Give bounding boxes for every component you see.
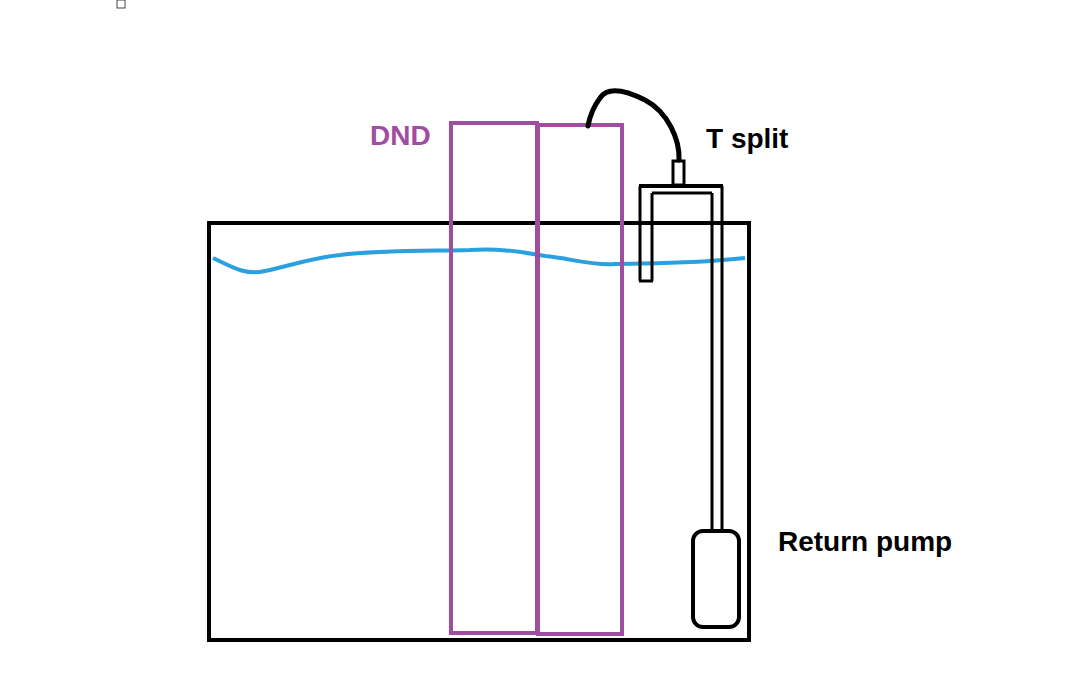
t-split-label: T split	[706, 124, 788, 155]
t-split-nozzle	[673, 161, 684, 185]
pump-label-box: Return pump	[778, 527, 952, 558]
pump-label: Return pump	[778, 527, 952, 558]
t-split-label-box: T split	[706, 124, 788, 155]
t-split-leg	[651, 193, 654, 281]
water-line	[213, 249, 745, 272]
return-pump	[693, 531, 739, 627]
pipe-wall	[711, 193, 714, 531]
t-split-leg	[639, 186, 642, 281]
dnd-reactor	[451, 123, 537, 633]
dnd-reactor	[538, 125, 622, 634]
corner-mark	[117, 0, 125, 8]
t-split-leg	[639, 280, 653, 283]
pipe-wall	[721, 186, 724, 531]
feed-tube	[588, 91, 679, 160]
dnd-label-box: DND	[370, 121, 431, 152]
dnd-label: DND	[370, 121, 431, 152]
t-split	[652, 192, 712, 195]
tank-outline	[209, 223, 749, 640]
